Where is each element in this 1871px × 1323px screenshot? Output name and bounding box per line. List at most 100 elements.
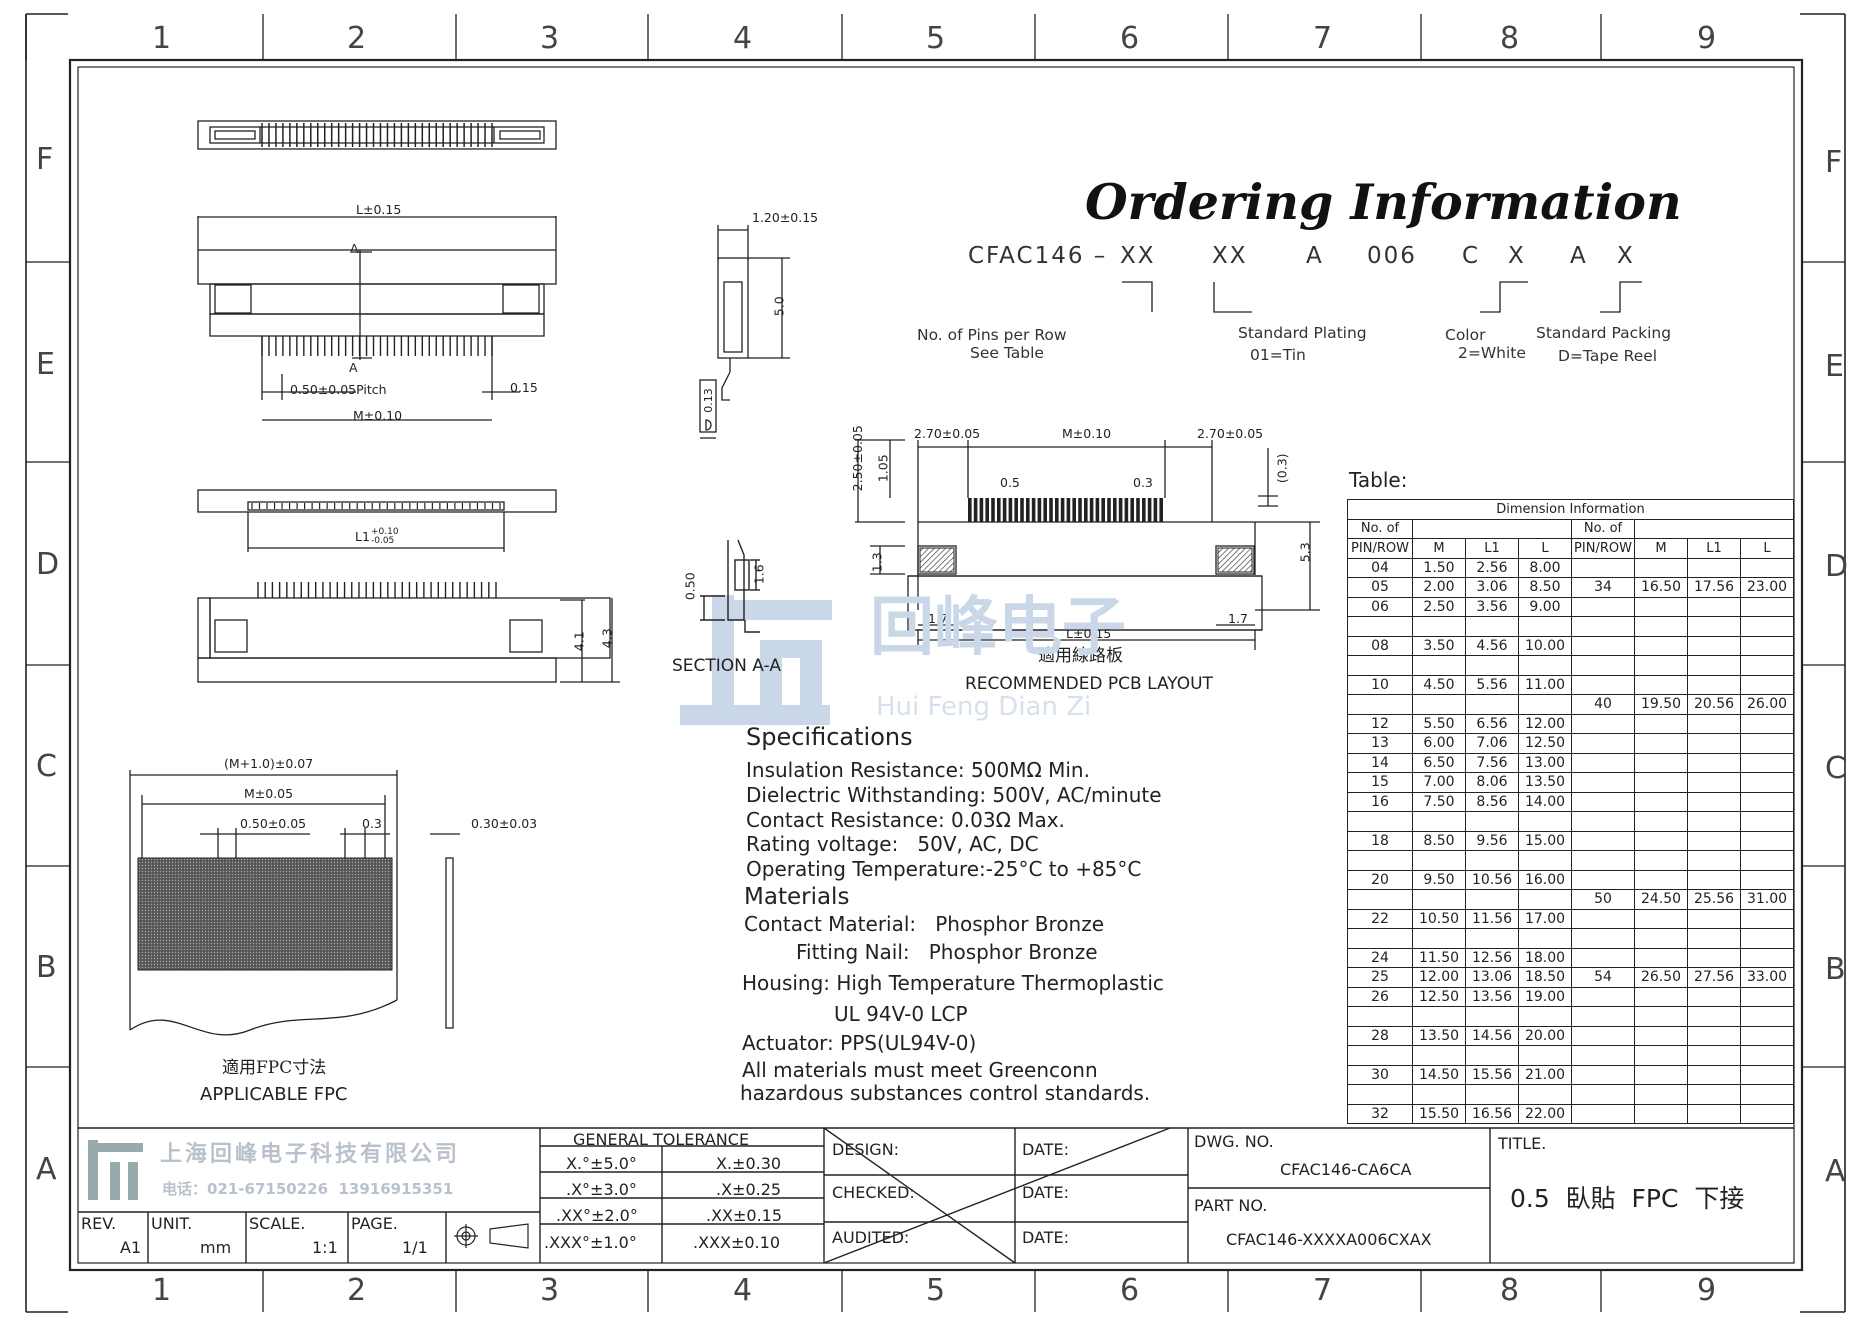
table-cell: 7.00 [1412, 772, 1466, 793]
table-cell: 9.50 [1412, 869, 1466, 890]
table-cell [1571, 986, 1635, 1007]
dim-section-a-upper: A [350, 241, 359, 256]
table-cell [1687, 830, 1741, 851]
table-cell [1687, 1084, 1741, 1105]
pcb-label-cn: 適用線路板 [1038, 646, 1123, 666]
table-cell: 7.50 [1412, 791, 1466, 812]
pcb-pad [1118, 498, 1123, 522]
dim-section-a-lower: A [349, 360, 358, 375]
table-header-title-row: Dimension Information [1347, 499, 1794, 520]
dwg-no-label: DWG. NO. [1194, 1132, 1274, 1151]
table-cell: 9.00 [1518, 596, 1572, 617]
table-row [1347, 928, 1794, 949]
dim-fpc-m10: (M+1.0)±0.07 [224, 756, 314, 771]
table-cell [1634, 713, 1688, 734]
table-cell [1740, 752, 1794, 773]
table-cell [1634, 635, 1688, 656]
unit-label: UNIT. [151, 1214, 193, 1233]
audited-label: AUDITED: [832, 1228, 910, 1247]
table-cell [1571, 830, 1635, 851]
table-cell: 13.06 [1465, 967, 1519, 988]
pcb-pad [1078, 498, 1082, 522]
table-cell [1740, 947, 1794, 968]
dim-top-m: M±0.10 [353, 408, 403, 423]
connector-rear-view [197, 597, 620, 683]
company-name-cn: 上海回峰电子科技有限公司 [160, 1142, 461, 1167]
dim-section-050: 0.50 [682, 572, 698, 601]
dim-section-16: 1.6 [751, 564, 767, 585]
zone-row-f-right: F [1825, 145, 1843, 180]
table-cell: 14 [1347, 752, 1413, 773]
table-cell: 5.56 [1465, 674, 1519, 695]
table-cell: 13.00 [1518, 752, 1572, 773]
table-cell [1687, 616, 1741, 637]
ordering-title: Ordering Information [1085, 173, 1682, 231]
table-cell: 24 [1347, 947, 1413, 968]
tolerance-angle-2: .XX°±2.0° [556, 1206, 638, 1225]
pcb-pad [968, 498, 972, 522]
table-cell [1740, 811, 1794, 832]
table-cell [1465, 850, 1519, 871]
ordering-leaders [1122, 281, 1642, 313]
pcb-pad [973, 498, 978, 522]
zone-row-c-left: C [36, 749, 57, 784]
pcb-pad [1031, 498, 1036, 522]
dim-pcb-270-right: 2.70±0.05 [1197, 426, 1264, 441]
dim-side-50: 5.0 [771, 296, 787, 317]
pcb-pad [1130, 498, 1134, 522]
table-cell [1571, 733, 1635, 754]
pcb-pad [1089, 498, 1094, 522]
zone-col-5-top: 5 [926, 21, 946, 56]
table-cell [1634, 986, 1688, 1007]
table-cell: 19.00 [1518, 986, 1572, 1007]
table-cell [1571, 1103, 1635, 1124]
zone-col-8-bottom: 8 [1500, 1273, 1520, 1308]
dim-41: 4.1 [571, 631, 587, 652]
dim-top-l: L±0.15 [356, 202, 402, 217]
table-cell [1634, 655, 1688, 676]
dim-fpc-pitch: 0.50±0.05 [240, 816, 307, 831]
table-cell [1687, 1006, 1741, 1027]
tolerance-linear-0: X.±0.30 [716, 1154, 782, 1173]
table-cell: 25.56 [1687, 889, 1741, 910]
table-cell [1740, 908, 1794, 929]
table-cell [1687, 791, 1741, 812]
pcb-pad [1147, 498, 1152, 522]
table-cell [1571, 1006, 1635, 1027]
table-cell [1571, 713, 1635, 734]
zone-col-6-top: 6 [1120, 21, 1140, 56]
dim-pcb-05: 0.5 [1000, 475, 1020, 490]
label-color-white: 2=White [1458, 344, 1526, 362]
table-cell [1412, 616, 1466, 637]
page-value: 1/1 [402, 1238, 428, 1257]
pcb-pad [997, 498, 1001, 522]
table-cell: 3.56 [1465, 596, 1519, 617]
pcb-signal-pads [968, 498, 1163, 522]
table-cell [1571, 635, 1635, 656]
table-cell: 8.00 [1518, 557, 1572, 578]
tolerance-angle-1: .X°±3.0° [566, 1180, 637, 1199]
table-cell [1518, 694, 1572, 715]
table-cell [1687, 752, 1741, 773]
fpc-label: APPLICABLE FPC [200, 1084, 348, 1105]
table-cell [1518, 928, 1572, 949]
date-design: DATE: [1022, 1140, 1070, 1159]
pcb-pad [1055, 498, 1059, 522]
table-cell [1687, 1103, 1741, 1124]
pcb-pad [1153, 498, 1158, 522]
table-cell [1687, 596, 1741, 617]
table-cell [1347, 655, 1413, 676]
table-cell: 32 [1347, 1103, 1413, 1124]
table-cell: 28 [1347, 1025, 1413, 1046]
table-label: Table: [1349, 468, 1408, 492]
zone-col-9-top: 9 [1697, 21, 1717, 56]
pcb-pad [1026, 498, 1030, 522]
table-cell [1740, 928, 1794, 949]
table-cell: 9.56 [1465, 830, 1519, 851]
table-cell: 15.50 [1412, 1103, 1466, 1124]
